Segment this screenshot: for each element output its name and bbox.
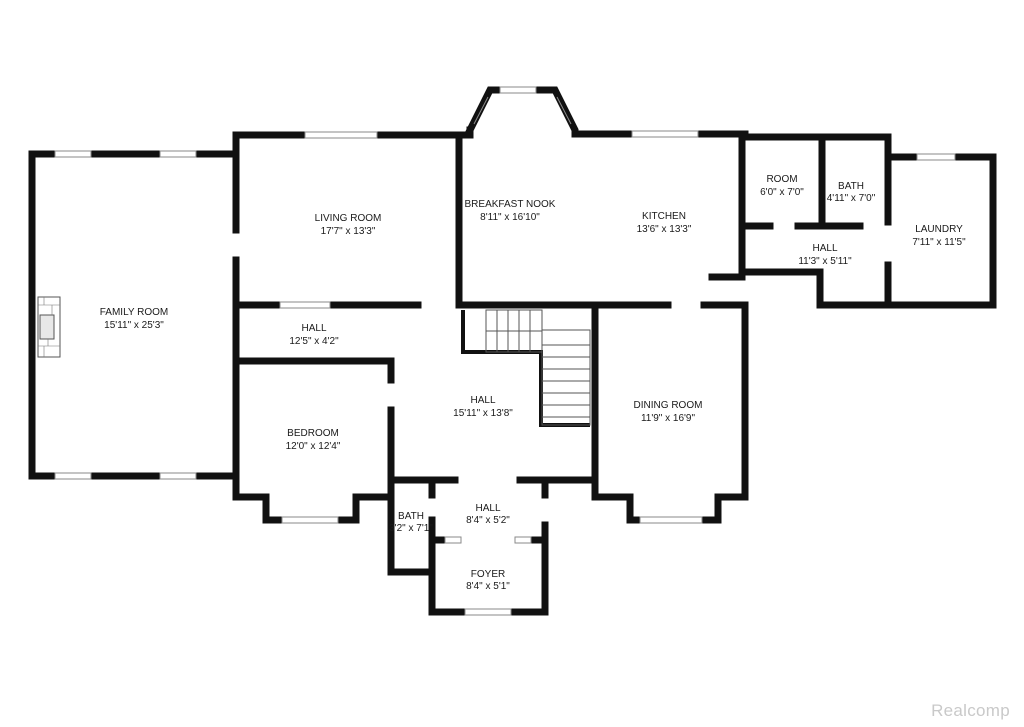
realcomp-watermark: Realcomp	[931, 701, 1010, 720]
window-foyer-right	[514, 536, 532, 544]
hall-left-dims: 12'5" x 4'2"	[289, 336, 339, 347]
kitchen-label: KITCHEN	[642, 211, 686, 222]
hall-entry-label: HALL	[475, 503, 500, 514]
window-family-top-1	[54, 150, 92, 158]
family-room-wall	[28, 150, 240, 480]
kitchen-dims: 13'6" x 13'3"	[637, 224, 692, 235]
bay-windows	[473, 96, 572, 125]
hall-upper-label: HALL	[812, 243, 837, 254]
door-foyer-bottom	[464, 608, 512, 616]
window-bay-left	[473, 96, 489, 125]
bath-upper-label: BATH	[838, 181, 864, 192]
hall-center-dims: 15'11" x 13'8"	[453, 408, 513, 419]
breakfast-nook-label: BREAKFAST NOOK	[465, 199, 556, 210]
laundry-dims: 7'11" x 11'5"	[912, 237, 966, 248]
window-dining-bottom	[639, 516, 703, 524]
room-labels: FAMILY ROOM 15'11" x 25'3" LIVING ROOM 1…	[100, 174, 966, 592]
stairs	[485, 309, 591, 426]
window-nook-bay-top	[499, 86, 537, 94]
stair-lower-run	[541, 329, 591, 426]
room-label: ROOM	[766, 174, 797, 185]
laundry-label: LAUNDRY	[915, 224, 963, 235]
room-dims: 6'0" x 7'0"	[760, 187, 804, 198]
breakfast-nook-dims: 8'11" x 16'10"	[480, 212, 540, 223]
bedroom-label: BEDROOM	[287, 428, 339, 439]
window-bedroom-bottom	[281, 516, 339, 524]
window-foyer-left	[444, 536, 462, 544]
dining-room-dims: 11'9" x 16'9"	[641, 413, 696, 424]
bath-lower-dims: 3'2" x 7'1"	[389, 523, 433, 534]
window-kitchen-top	[631, 130, 699, 138]
window-living-bottom	[279, 301, 331, 309]
foyer-dims: 8'4" x 5'1"	[466, 581, 510, 592]
hall-upper-dims: 11'3" x 5'11"	[798, 256, 852, 267]
window-family-bottom-2	[159, 472, 197, 480]
bedroom-dims: 12'0" x 12'4"	[286, 441, 341, 452]
window-living-top	[304, 131, 378, 139]
lower-bath-wall	[387, 476, 436, 576]
bath-lower-label: BATH	[398, 511, 424, 522]
walls	[28, 86, 997, 616]
bedroom-wall	[232, 357, 395, 524]
living-room-label: LIVING ROOM	[315, 213, 382, 224]
hall-left-label: HALL	[301, 323, 326, 334]
family-room-dims: 15'11" x 25'3"	[104, 320, 164, 331]
hall-entry-dims: 8'4" x 5'2"	[466, 515, 510, 526]
dining-room-label: DINING ROOM	[634, 400, 703, 411]
window-laundry-top	[916, 153, 956, 161]
hall-center-label: HALL	[470, 395, 495, 406]
upper-right-wall	[741, 130, 997, 309]
window-family-bottom-1	[54, 472, 92, 480]
family-room-label: FAMILY ROOM	[100, 307, 169, 318]
windows	[54, 86, 956, 616]
bath-upper-dims: 4'11" x 7'0"	[827, 193, 876, 204]
living-room-dims: 17'7" x 13'3"	[321, 226, 376, 237]
fireplace	[37, 296, 61, 358]
fireplace-firebox	[39, 314, 55, 340]
foyer-label: FOYER	[471, 569, 505, 580]
nook-bay-wall	[465, 86, 749, 138]
window-family-top-2	[159, 150, 197, 158]
window-bay-right	[556, 96, 572, 125]
